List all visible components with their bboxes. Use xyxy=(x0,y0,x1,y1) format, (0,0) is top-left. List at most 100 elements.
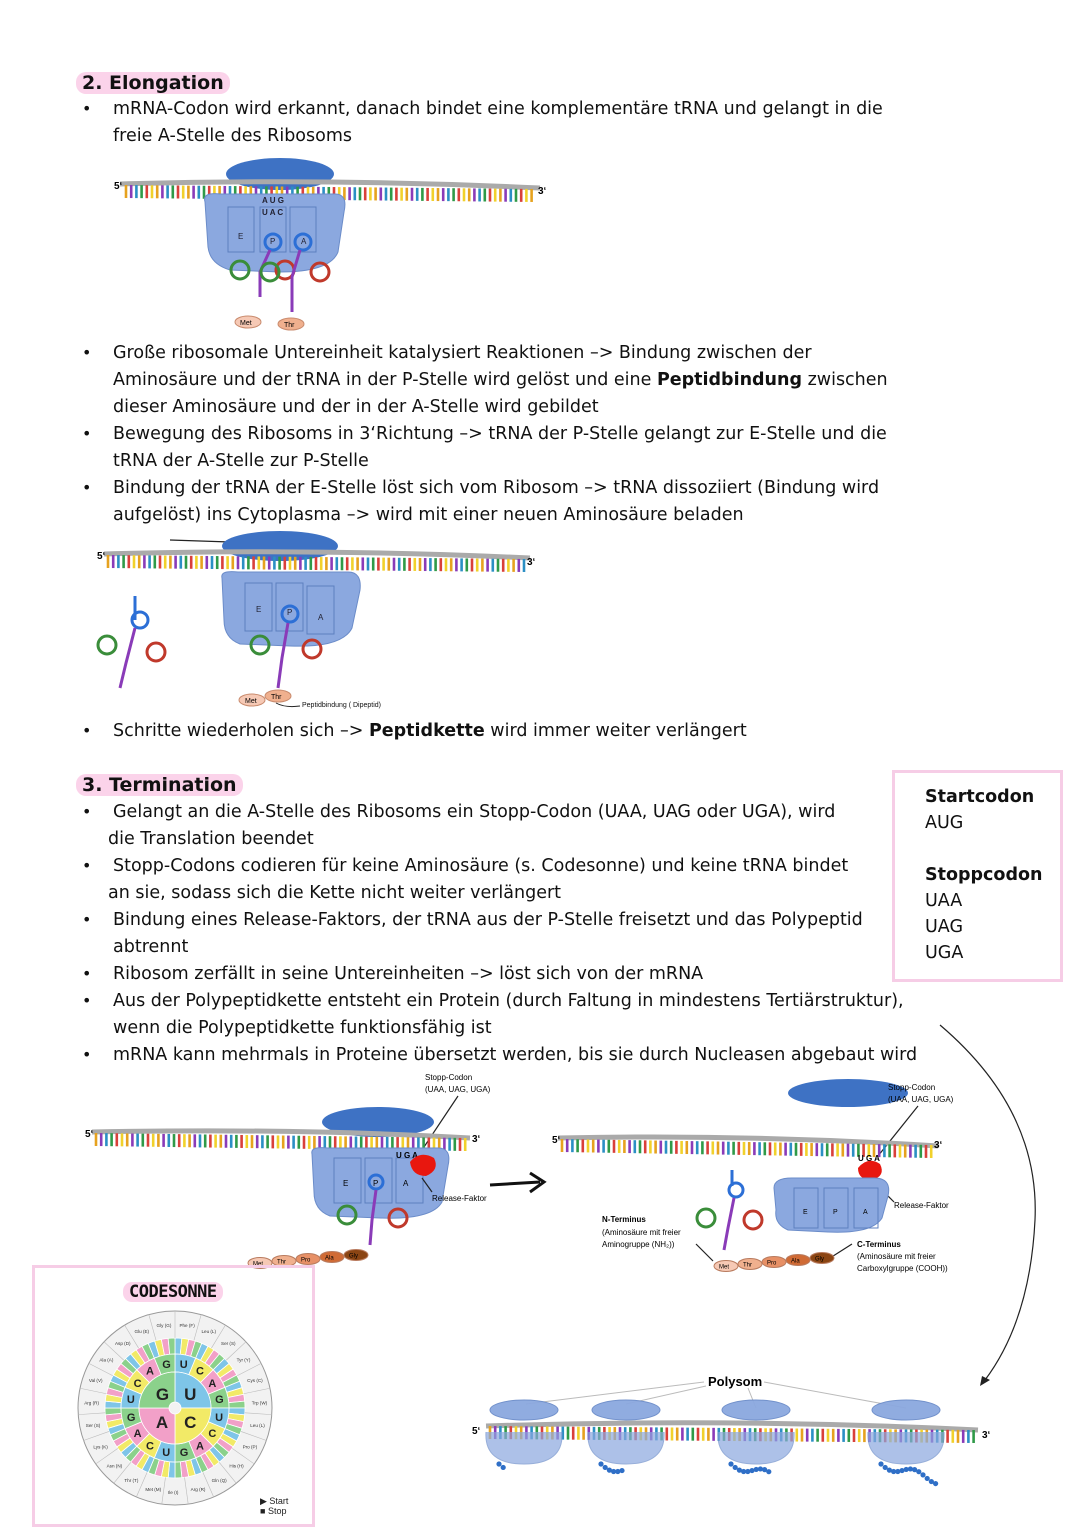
amino-acid-label: Lys (K) xyxy=(93,1445,108,1450)
site-a-box xyxy=(853,1187,879,1229)
site-a-label: A xyxy=(301,237,307,246)
polypeptide-bead xyxy=(619,1467,625,1474)
amino-acid-label: Gly xyxy=(815,1257,824,1263)
amino-divider xyxy=(193,1314,202,1341)
n-terminus-title: N-Terminus xyxy=(602,1215,646,1224)
second-base-label: U xyxy=(127,1394,135,1406)
ribosome-small xyxy=(587,1431,665,1465)
bullet: • xyxy=(82,964,92,983)
polypeptide-bead xyxy=(749,1467,755,1474)
amino-divider xyxy=(240,1431,267,1441)
polypeptide-bead xyxy=(912,1467,918,1473)
bullet: • xyxy=(82,802,92,821)
polypeptide-bead xyxy=(903,1466,909,1473)
amino-acid-label: Arg (R) xyxy=(191,1487,206,1492)
text-line: Gelangt an die A-Stelle des Ribosoms ein… xyxy=(113,802,836,822)
text-line: Ribosom zerfällt in seine Untereinheiten… xyxy=(113,964,704,984)
amino-acid-met xyxy=(234,315,262,329)
five-prime-label: 5‘ xyxy=(114,181,123,192)
site-e-label: E xyxy=(256,605,261,614)
trna-p xyxy=(249,604,323,689)
text-line: aufgelöst) ins Cytoplasma –> wird mit ei… xyxy=(113,505,744,525)
text-line: mRNA kann mehrmals in Proteine übersetzt… xyxy=(113,1045,918,1065)
c-terminus-desc: (Aminosäure mit freier xyxy=(857,1252,936,1261)
amino-acid xyxy=(809,1252,835,1264)
polypeptide-bead xyxy=(924,1475,930,1482)
stop-codon-value: UAG xyxy=(925,917,964,937)
text-line: die Translation beendet xyxy=(108,829,314,849)
three-prime-label: 3‘ xyxy=(934,1140,943,1151)
annotation-arrow xyxy=(275,702,301,708)
direction-arrow xyxy=(169,539,231,543)
site-a-label: A xyxy=(403,1179,409,1188)
bullet: • xyxy=(82,721,92,740)
figure-elongation-1: E P A A U G U A C Met Thr 5‘ 3‘ xyxy=(114,158,547,331)
amino-acid-label: Gln (Q) xyxy=(212,1478,228,1483)
large-subunit xyxy=(226,158,334,190)
three-prime-label: 3‘ xyxy=(982,1430,991,1441)
stop-codon-title: Stoppcodon xyxy=(925,865,1043,885)
amino-acid-met-label: Met xyxy=(245,698,257,705)
text-line: Bindung eines Release-Faktors, der tRNA … xyxy=(113,910,863,930)
polypeptide-bead xyxy=(500,1464,506,1471)
transition-arrowhead xyxy=(529,1171,547,1194)
c-terminus-desc-2: Carboxylgruppe (COOH)) xyxy=(857,1264,948,1273)
small-subunit xyxy=(773,1177,890,1233)
amino-acid-label: Met (M) xyxy=(145,1487,161,1492)
amino-acid-label: Val (V) xyxy=(89,1378,103,1383)
second-base-label: A xyxy=(208,1378,216,1390)
mrna-strand xyxy=(103,549,531,572)
polypeptide-bead xyxy=(611,1468,617,1475)
amino-divider xyxy=(78,1412,106,1415)
second-base-label: G xyxy=(162,1359,171,1371)
bullet: • xyxy=(82,856,92,875)
three-prime-label: 3‘ xyxy=(472,1134,481,1145)
bullet: • xyxy=(82,343,92,362)
polypeptide-bead xyxy=(728,1461,734,1467)
amino-acid-label: Leu (L) xyxy=(201,1329,216,1334)
release-factor-label: Release-Faktor xyxy=(432,1194,487,1203)
polypeptide-bead xyxy=(920,1472,926,1478)
five-prime-label: 5‘ xyxy=(552,1135,561,1146)
figure-termination-1: Stopp-Codon (UAA, UAG, UGA) E P A U G A … xyxy=(85,1073,547,1269)
amino-divider xyxy=(243,1387,271,1395)
ribosome-large xyxy=(721,1399,791,1421)
polypeptide-bead xyxy=(602,1464,608,1471)
polypeptide-bead xyxy=(615,1468,621,1475)
amino-acid-label: Gly (G) xyxy=(157,1323,172,1328)
site-e-box xyxy=(227,206,255,253)
site-a-box xyxy=(289,206,317,253)
second-base-label: A xyxy=(196,1440,204,1452)
polysome-label: Polysom xyxy=(708,1374,762,1389)
small-subunit xyxy=(221,571,361,647)
trna-p xyxy=(336,1173,409,1246)
site-p-label: P xyxy=(287,608,292,617)
amino-divider xyxy=(184,1477,189,1505)
third-base-segment xyxy=(167,1337,176,1355)
first-base-segment xyxy=(138,1407,176,1445)
amino-acid-thr xyxy=(264,689,292,703)
polypeptide-bead xyxy=(745,1468,751,1475)
amino-divider xyxy=(148,1314,157,1341)
amino-acid-label: Ile (I) xyxy=(168,1490,179,1495)
ribosome-small xyxy=(867,1431,945,1465)
second-base-label: C xyxy=(208,1428,216,1440)
stop-codon-label: Stopp-Codon xyxy=(888,1083,935,1092)
polypeptide-bead xyxy=(933,1480,939,1487)
curved-arrow xyxy=(939,1024,1036,1386)
c-terminus-pointer xyxy=(829,1243,853,1259)
polypeptide-bead xyxy=(606,1467,612,1473)
third-base-segment xyxy=(174,1461,183,1479)
site-a-label: A xyxy=(318,613,324,622)
amino-divider xyxy=(95,1448,118,1465)
amino-acid-label: Met xyxy=(253,1262,263,1268)
text-line: Schritte wiederholen sich –> Peptidkette… xyxy=(113,721,747,741)
amino-divider xyxy=(124,1324,139,1349)
ribosome-large xyxy=(489,1399,559,1421)
release-factor xyxy=(410,1154,436,1176)
stop-codon-label-2: (UAA, UAG, UGA) xyxy=(425,1085,491,1094)
text-line: Bindung der tRNA der E-Stelle löst sich … xyxy=(113,478,880,498)
amino-divider xyxy=(218,1462,237,1484)
bullet: • xyxy=(82,1045,92,1064)
amino-divider xyxy=(88,1363,113,1377)
